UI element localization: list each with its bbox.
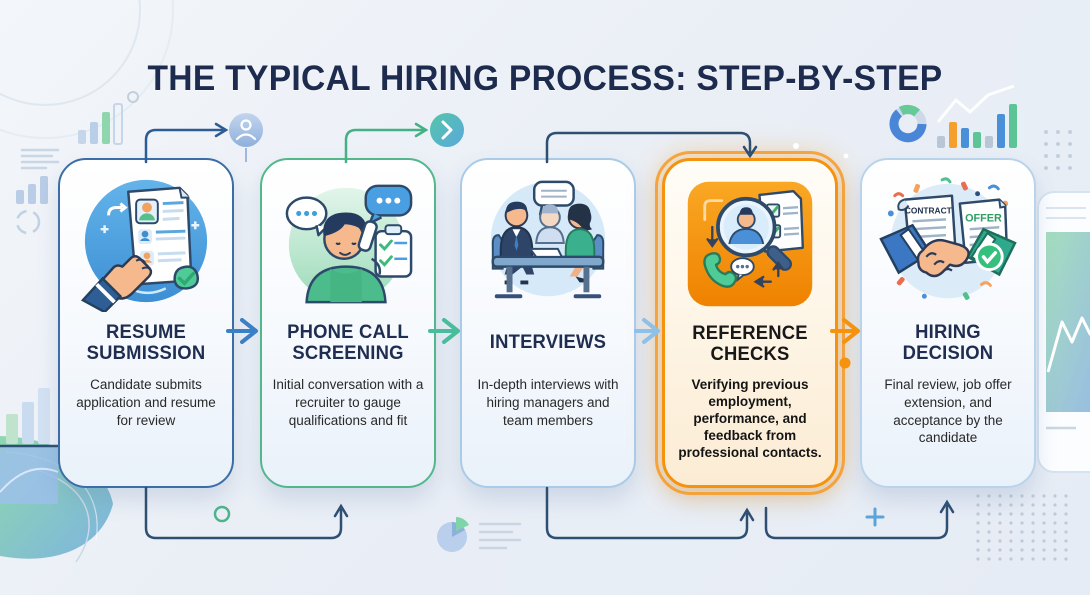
step-title: REFERENCE CHECKS bbox=[692, 322, 808, 365]
step-description: Verifying previous employment, performan… bbox=[678, 377, 822, 460]
page-title: THE TYPICAL HIRING PROCESS: STEP-BY-STEP bbox=[147, 59, 943, 99]
donut-chart-icon bbox=[889, 104, 927, 143]
step-card-phone-call-screening: PHONE CALL SCREENING Initial conversatio… bbox=[260, 158, 436, 488]
bottom-connector-1 bbox=[144, 486, 349, 540]
refresh-icon bbox=[15, 209, 41, 235]
sparkle-dot bbox=[793, 143, 799, 149]
step-card-reference-checks: REFERENCE CHECKS Verifying previous empl… bbox=[655, 151, 845, 495]
bar-chart-icon bbox=[78, 103, 123, 145]
handshake-offer-icon: CONTRACT OFFER bbox=[879, 172, 1017, 314]
step-description: Final review, job offer extension, and a… bbox=[884, 377, 1012, 446]
faded-chart-decoration bbox=[0, 388, 59, 504]
step-title: INTERVIEWS bbox=[489, 332, 607, 354]
top-connector-1 bbox=[144, 122, 229, 164]
text-lines-icon bbox=[20, 148, 60, 170]
orange-dot-decoration bbox=[839, 357, 851, 369]
step-description: Candidate submits application and resume… bbox=[76, 377, 216, 428]
svg-text:CONTRACT: CONTRACT bbox=[905, 205, 953, 215]
person-step-icon bbox=[229, 113, 263, 147]
step-card-resume-submission: RESUME SUBMISSION Candidate submits appl… bbox=[58, 158, 234, 488]
green-ring-decoration bbox=[213, 505, 231, 523]
analytics-panel-decoration bbox=[1037, 191, 1090, 473]
step-description: In-depth interviews with hiring managers… bbox=[477, 377, 619, 428]
plus-decoration bbox=[865, 507, 885, 527]
step-card-hiring-decision: CONTRACT OFFER bbox=[860, 158, 1036, 488]
dots-grid-decoration bbox=[976, 494, 1068, 561]
dots-decoration-top-right bbox=[1044, 130, 1072, 170]
step-title: RESUME SUBMISSION bbox=[86, 321, 206, 364]
pie-chart-icon bbox=[437, 517, 469, 552]
interview-table-icon bbox=[479, 172, 617, 314]
reference-check-icon bbox=[681, 173, 819, 315]
step-title: HIRING DECISION bbox=[902, 321, 994, 364]
mid-arrow-3 bbox=[634, 318, 660, 344]
step-card-interviews: INTERVIEWS In-depth interviews with hiri… bbox=[460, 158, 636, 488]
phone-screening-icon bbox=[279, 172, 417, 314]
step-description: Initial conversation with a recruiter to… bbox=[272, 377, 424, 428]
text-lines-icon-bottom bbox=[478, 522, 522, 550]
chevron-step-icon bbox=[430, 113, 464, 147]
bottom-connector-3 bbox=[764, 499, 955, 540]
bottom-connector-2 bbox=[545, 486, 755, 540]
small-bars-icon bbox=[16, 176, 48, 204]
step-title: PHONE CALL SCREENING bbox=[287, 321, 409, 364]
svg-text:OFFER: OFFER bbox=[965, 212, 1002, 224]
top-connector-2 bbox=[344, 122, 429, 164]
resume-hand-icon bbox=[77, 172, 215, 314]
